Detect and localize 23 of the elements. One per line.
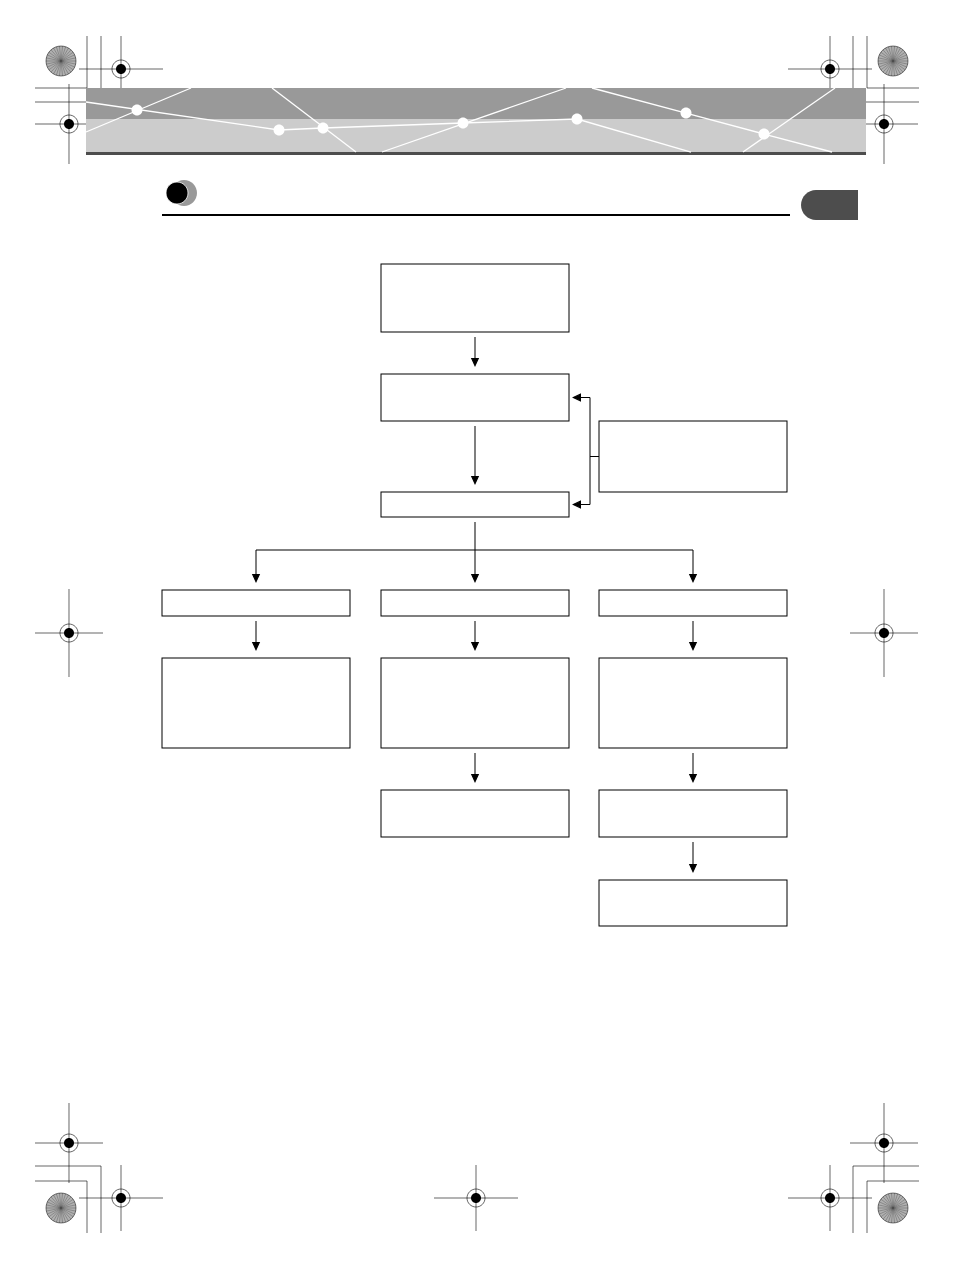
arrow [471,752,479,783]
process-box [380,263,570,333]
process-box [161,589,351,617]
arrow [572,393,600,509]
process-box [380,491,570,518]
process-box [380,589,570,617]
arrow [471,425,479,485]
process-box [380,657,570,749]
process-box [598,789,788,838]
process-box [380,373,570,422]
arrow [689,620,697,651]
arrow [252,521,697,583]
arrow [471,336,479,367]
process-box [161,657,351,749]
arrow [689,841,697,873]
process-box [598,420,788,493]
arrow [689,752,697,783]
process-box [598,879,788,927]
arrow [471,620,479,651]
arrow [252,620,260,651]
process-box [598,657,788,749]
process-box [598,589,788,617]
process-box [380,789,570,838]
